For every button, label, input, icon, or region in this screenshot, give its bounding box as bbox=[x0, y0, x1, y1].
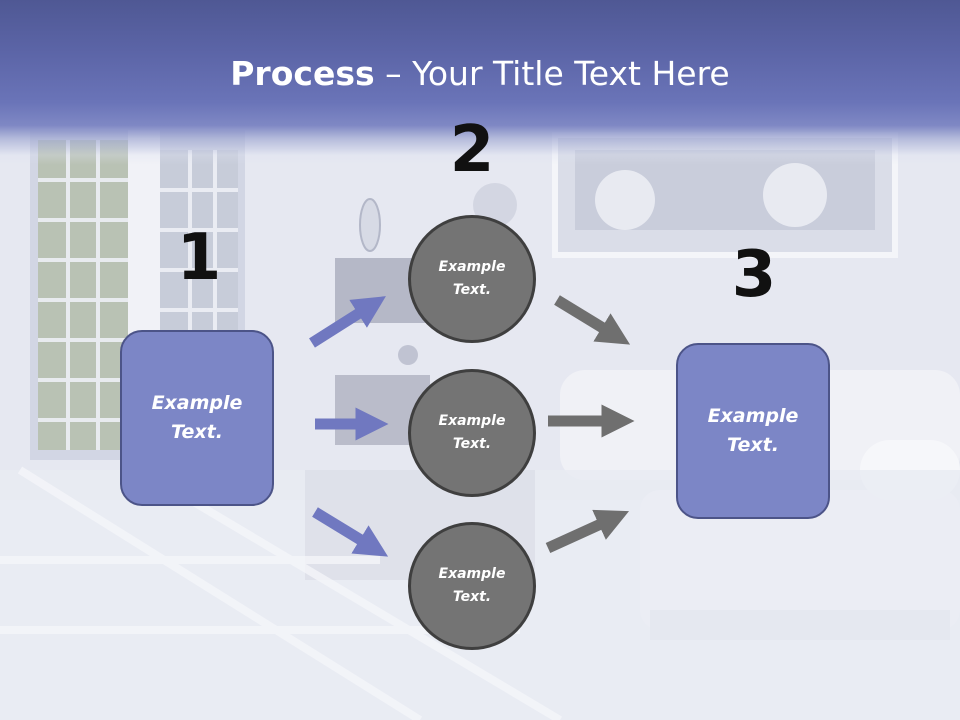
step-3-text: Example Text. bbox=[707, 405, 799, 456]
step-number-1: 1 bbox=[176, 221, 222, 295]
circle-top-text: Example Text. bbox=[438, 259, 506, 298]
step-number-2: 2 bbox=[449, 113, 495, 187]
arrow-right-icon bbox=[545, 509, 630, 554]
step-2-circle-bottom[interactable]: Example Text. bbox=[408, 522, 536, 650]
arrow-right-icon bbox=[554, 295, 631, 345]
title-bold: Process bbox=[230, 54, 375, 93]
arrow-right-icon bbox=[309, 296, 386, 348]
header-band bbox=[0, 0, 960, 165]
slide-title: Process – Your Title Text Here bbox=[0, 52, 960, 96]
step-number-3: 3 bbox=[731, 238, 777, 312]
step-3-box[interactable]: Example Text. bbox=[676, 343, 830, 519]
title-rest: Your Title Text Here bbox=[412, 54, 730, 93]
arrow-right-icon bbox=[312, 507, 389, 557]
step-1-text: Example Text. bbox=[151, 392, 243, 443]
circle-middle-text: Example Text. bbox=[438, 413, 506, 452]
step-2-circle-middle[interactable]: Example Text. bbox=[408, 369, 536, 497]
step-2-circle-top[interactable]: Example Text. bbox=[408, 215, 536, 343]
step-1-box[interactable]: Example Text. bbox=[120, 330, 274, 506]
circle-bottom-text: Example Text. bbox=[438, 566, 506, 605]
title-dash: – bbox=[374, 54, 413, 93]
